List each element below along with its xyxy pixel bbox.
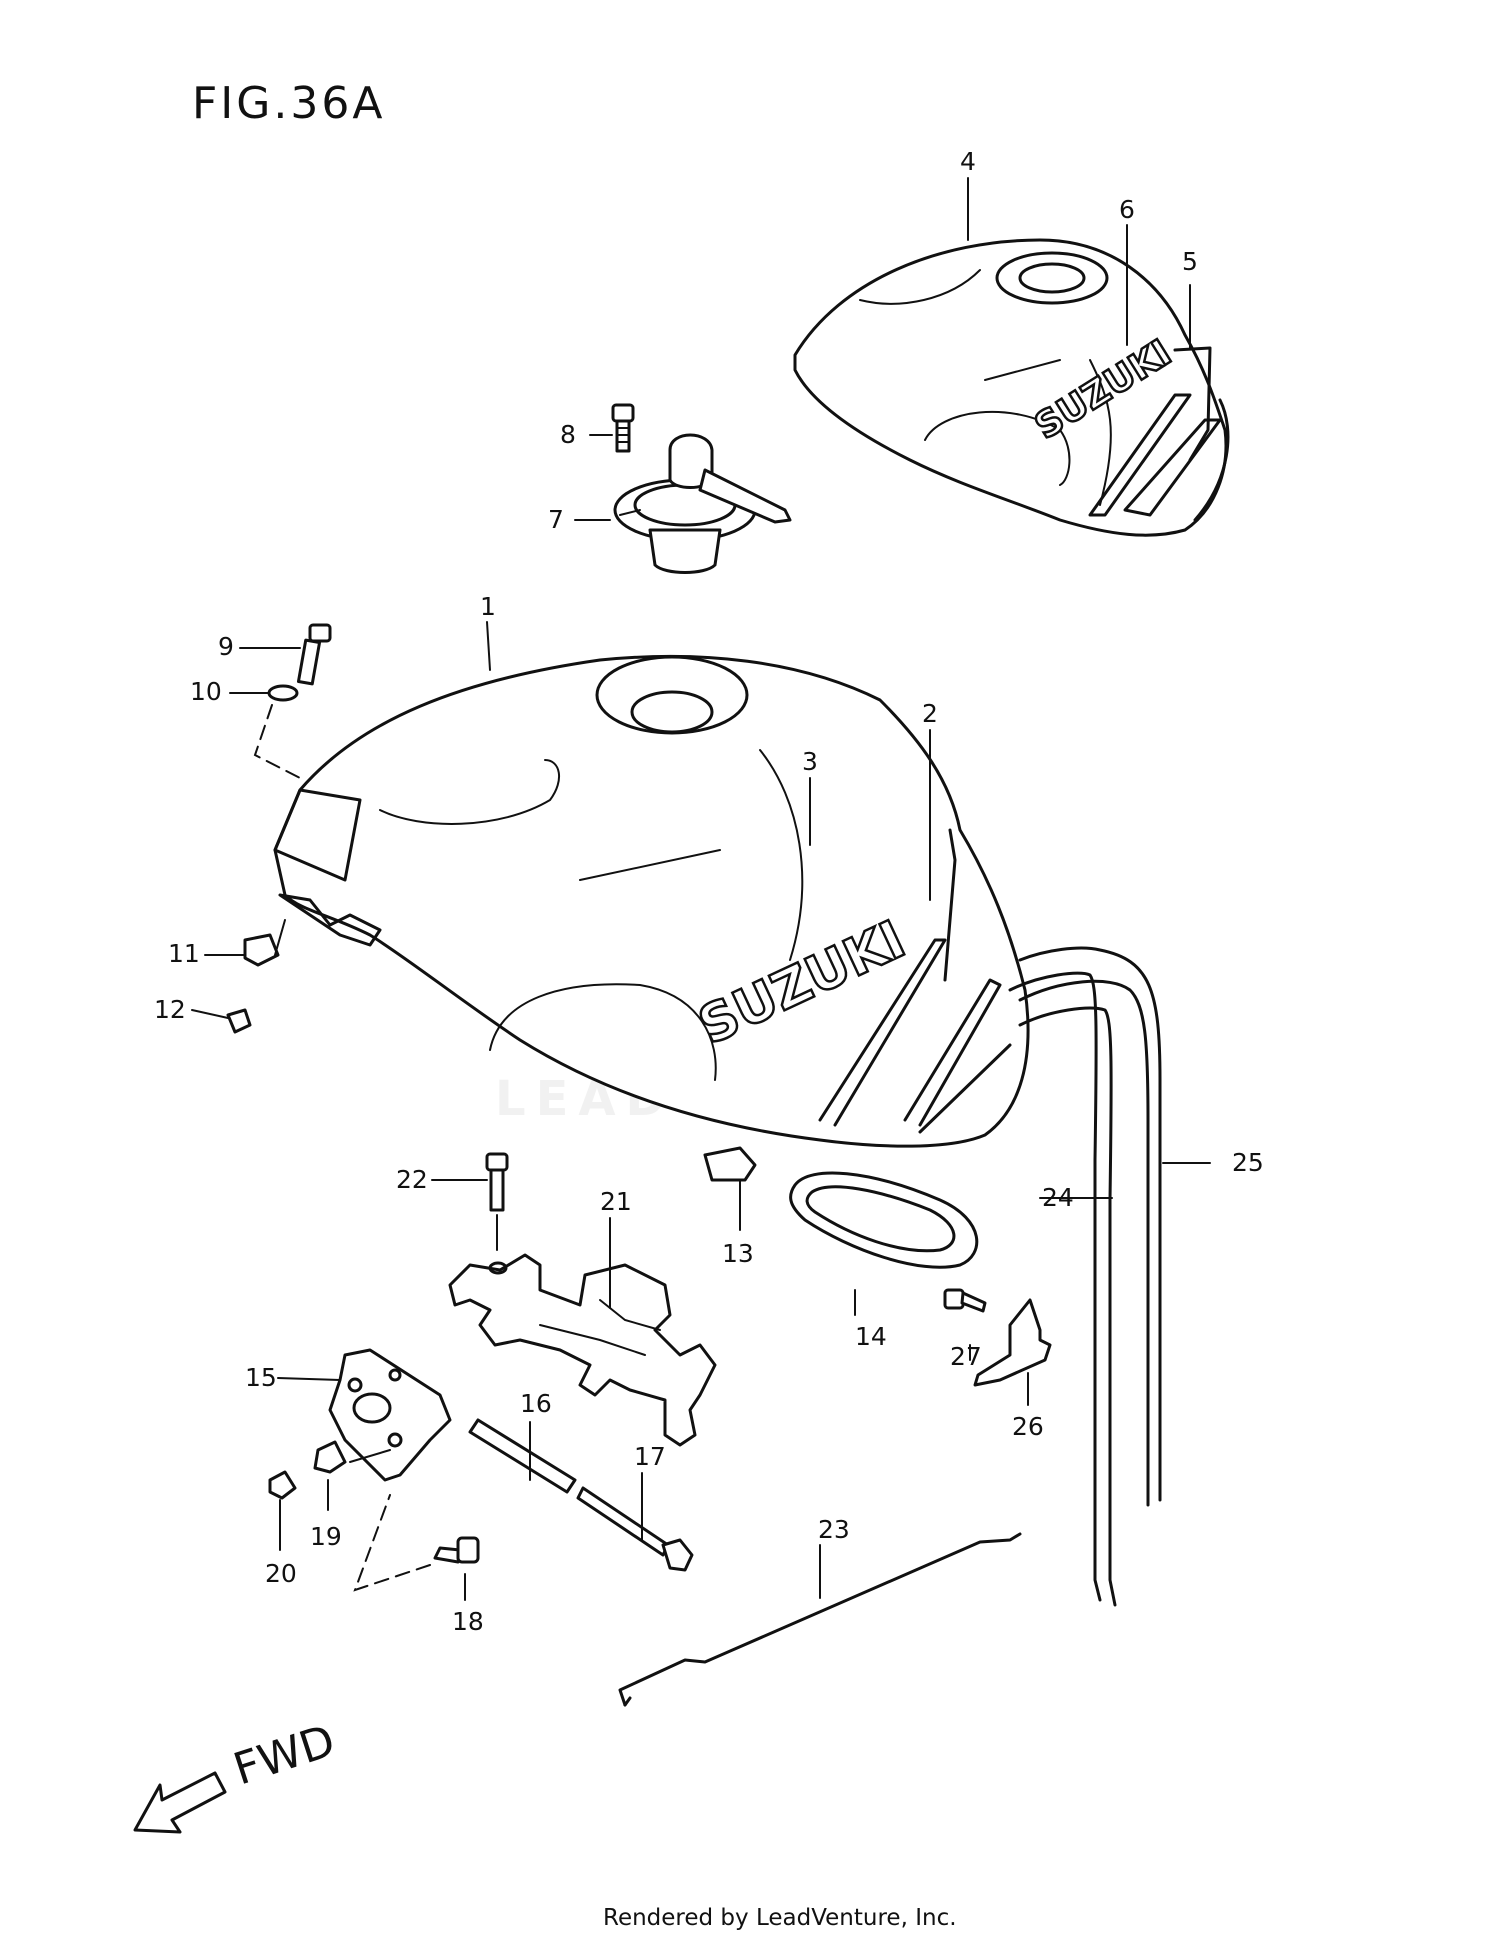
callout-14: 14 — [855, 1322, 887, 1351]
cushion-part-13 — [703, 1146, 757, 1182]
callout-24: 24 — [1042, 1183, 1074, 1212]
callout-12: 12 — [154, 995, 186, 1024]
callout-25: 25 — [1232, 1148, 1264, 1177]
bolt-part-17 — [576, 1486, 694, 1572]
callout-2: 2 — [922, 699, 938, 728]
hose-part-25-inner — [1018, 979, 1150, 1507]
leader-lines — [191, 177, 1211, 1601]
collar-part-19 — [313, 1440, 347, 1474]
gasket-part-14 — [789, 1171, 979, 1269]
screw-part-8 — [611, 403, 635, 453]
callout-23: 23 — [818, 1515, 850, 1544]
callout-19: 19 — [310, 1522, 342, 1551]
bracket-part-26 — [973, 1298, 1052, 1387]
callout-22: 22 — [396, 1165, 428, 1194]
footer-credit: Rendered by LeadVenture, Inc. — [603, 1905, 957, 1931]
cushion-part-20 — [268, 1470, 297, 1500]
callout-18: 18 — [452, 1607, 484, 1636]
callout-8: 8 — [560, 420, 576, 449]
callout-15: 15 — [245, 1363, 277, 1392]
callout-17: 17 — [634, 1442, 666, 1471]
washer-part-10 — [267, 684, 299, 702]
callout-numbers: 1 2 3 4 5 6 7 8 9 10 11 12 13 14 15 16 1… — [154, 147, 1264, 1636]
prop-rod-part-23 — [618, 1532, 1022, 1707]
leader-dash-10 — [253, 704, 301, 779]
bolt-part-22 — [485, 1152, 509, 1212]
leader-18-to-15 — [353, 1494, 431, 1592]
callout-9: 9 — [218, 632, 234, 661]
callout-27: 27 — [950, 1342, 982, 1371]
bolt-part-9 — [296, 623, 332, 686]
callout-7: 7 — [548, 505, 564, 534]
tank-cover-part-4: SUZUKI — [793, 238, 1230, 537]
hose-part-24 — [1018, 1006, 1117, 1607]
callout-26: 26 — [1012, 1412, 1044, 1441]
bolt-part-27 — [943, 1288, 987, 1313]
bolt-part-18 — [433, 1536, 480, 1564]
callout-5: 5 — [1182, 247, 1198, 276]
cushion-part-11 — [243, 933, 280, 967]
callout-16: 16 — [520, 1389, 552, 1418]
callout-10: 10 — [190, 677, 222, 706]
collar-part-16 — [468, 1418, 577, 1494]
callout-4: 4 — [960, 147, 976, 176]
callout-1: 1 — [480, 592, 496, 621]
fuel-cap-part-7 — [613, 433, 792, 574]
fuel-tank-part-1: SUZUKI — [273, 654, 1030, 1148]
hose-part-25 — [1018, 946, 1162, 1502]
fwd-label: FWD — [228, 1715, 341, 1795]
callout-20: 20 — [265, 1559, 297, 1588]
callout-6: 6 — [1119, 195, 1135, 224]
nut-part-12 — [226, 1008, 252, 1034]
callout-13: 13 — [722, 1239, 754, 1268]
bracket-part-21 — [448, 1253, 717, 1447]
callout-3: 3 — [802, 747, 818, 776]
forward-direction-indicator: FWD — [133, 1715, 341, 1834]
mount-plate-part-15 — [328, 1348, 452, 1482]
callout-11: 11 — [168, 939, 200, 968]
callout-21: 21 — [600, 1187, 632, 1216]
fwd-arrow-icon — [133, 1771, 227, 1834]
figure-title: FIG.36A — [192, 78, 385, 129]
